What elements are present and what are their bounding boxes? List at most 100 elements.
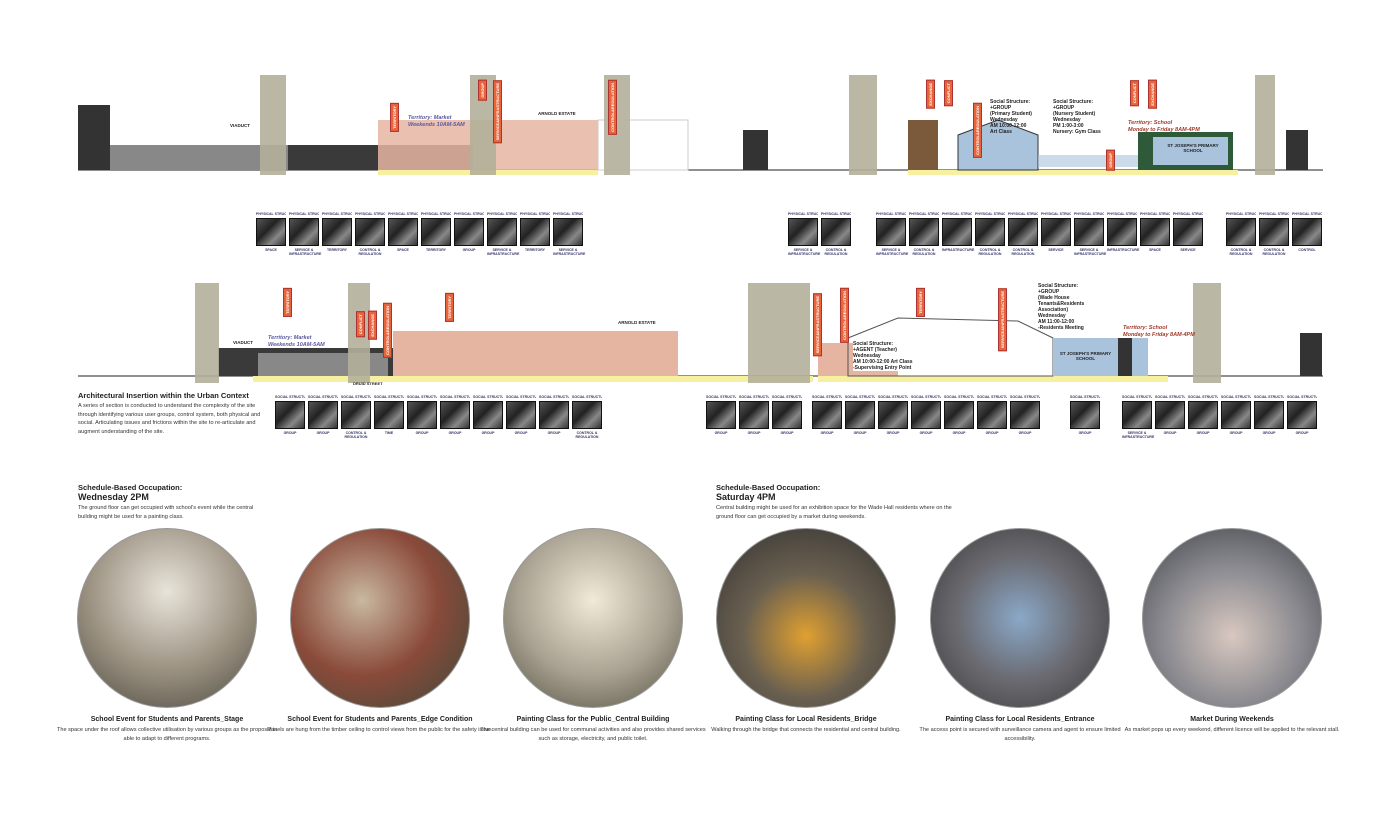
photo-heading: SOCIAL STRUCTURE xyxy=(407,395,437,399)
photo-image xyxy=(1259,218,1289,246)
photo-category: SERVICE & INFRASTRUCTURE xyxy=(1074,248,1107,256)
schedule-heading: Schedule-Based Occupation: xyxy=(78,483,183,492)
site-photo: SOCIAL STRUCTURETIME xyxy=(374,395,404,439)
vignette-image-central xyxy=(503,528,683,708)
photo-heading: SOCIAL STRUCTURE xyxy=(772,395,802,399)
photo-heading: PHYSICAL STRUCTURE xyxy=(256,212,286,216)
photo-category: TERRITORY xyxy=(326,248,348,252)
photo-category: CONTROL & REGULATION xyxy=(912,248,936,256)
photo-image xyxy=(1155,401,1185,429)
photo-category: GROUP xyxy=(853,431,867,435)
site-photo: SOCIAL STRUCTUREGROUP xyxy=(911,395,941,435)
site-photo: SOCIAL STRUCTUREGROUP xyxy=(706,395,736,435)
photo-heading: SOCIAL STRUCTURE xyxy=(1010,395,1040,399)
site-photo: SOCIAL STRUCTUREGROUP xyxy=(812,395,842,435)
site-photo: SOCIAL STRUCTUREGROUP xyxy=(878,395,908,435)
photo-heading: SOCIAL STRUCTURE xyxy=(308,395,338,399)
photo-image xyxy=(1122,401,1152,429)
photo-image xyxy=(322,218,352,246)
photo-image xyxy=(308,401,338,429)
photo-category: GROUP xyxy=(886,431,900,435)
urban-section-bottom: VIADUCT ARNOLD ESTATE ST JOSEPH'S PRIMAR… xyxy=(78,283,1323,386)
classification-tag: SERVICE&INFRASTRUCTURE xyxy=(998,288,1007,352)
photo-heading: PHYSICAL STRUCTURE xyxy=(1292,212,1322,216)
photo-category: SPACE xyxy=(1149,248,1161,252)
urban-section-top: VIADUCT ARNOLD ESTATE ST JOSEPH'S PRIMAR… xyxy=(78,75,1323,175)
photo-heading: PHYSICAL STRUCTURE xyxy=(520,212,550,216)
site-photo: SOCIAL STRUCTUREGROUP xyxy=(1155,395,1185,439)
photo-category: GROUP xyxy=(714,431,728,435)
photo-category: CONTROL & REGULATION xyxy=(344,431,368,439)
photo-category: GROUP xyxy=(1018,431,1032,435)
photo-heading: SOCIAL STRUCTURE xyxy=(1188,395,1218,399)
photo-category: GROUP xyxy=(952,431,966,435)
vignette-title: Painting Class for the Public_Central Bu… xyxy=(516,716,670,723)
site-photo: SOCIAL STRUCTUREGROUP xyxy=(308,395,338,439)
label-school: ST JOSEPH'S PRIMARY SCHOOL xyxy=(1059,351,1112,361)
site-photo: PHYSICAL STRUCTURESPACE xyxy=(256,212,286,256)
site-photo: SOCIAL STRUCTURE GROUP xyxy=(407,395,437,439)
photo-heading: PHYSICAL STRUCTURE xyxy=(454,212,484,216)
classification-tag: CONTROL&REGULATION xyxy=(840,288,849,343)
vignette-image-bridge xyxy=(716,528,896,708)
photo-category: GROUP xyxy=(415,431,429,435)
photo-strip: SOCIAL STRUCTUREGROUPSOCIAL STRUCTUREGRO… xyxy=(812,395,1040,435)
site-photo: PHYSICAL STRUCTURESERVICE & INFRASTRUCTU… xyxy=(487,212,520,256)
classification-tag: CONTROL&REGULATION xyxy=(973,103,982,158)
site-photo: PHYSICAL STRUCTURETERRITORY xyxy=(322,212,352,256)
photo-heading: PHYSICAL STRUCTURE xyxy=(942,212,972,216)
photo-category: TERRITORY xyxy=(524,248,546,252)
photo-heading: SOCIAL STRUCTURE xyxy=(1070,395,1100,399)
vignette-caption: Painting Class for Local Residents_Bridg… xyxy=(691,716,921,735)
vignette-title: School Event for Students and Parents_St… xyxy=(90,716,244,723)
photo-heading: SOCIAL STRUCTURE xyxy=(1122,395,1152,399)
photo-heading: SOCIAL STRUCTURE xyxy=(944,395,974,399)
photo-category: GROUP xyxy=(780,431,794,435)
photo-category: CONTROL & REGULATION xyxy=(1011,248,1035,256)
photo-heading: PHYSICAL STRUCTURE xyxy=(1226,212,1256,216)
photo-image xyxy=(788,218,818,246)
site-photo: SOCIAL STRUCTUREGROUP xyxy=(1287,395,1317,439)
photo-category: GROUP xyxy=(919,431,933,435)
photo-strip: SOCIAL STRUCTURESERVICE & INFRASTRUCTURE… xyxy=(1122,395,1317,439)
schedule-body: Central building might be used for an ex… xyxy=(716,505,952,520)
social-structure-nursery: Social Structure: +GROUP (Nursery Studen… xyxy=(1053,99,1101,135)
photo-image xyxy=(1292,218,1322,246)
photo-heading: PHYSICAL STRUCTURE xyxy=(821,212,851,216)
classification-tag: GROUP xyxy=(1106,150,1115,171)
photo-heading: SOCIAL STRUCTURE xyxy=(539,395,569,399)
photo-image xyxy=(772,401,802,429)
site-photo: SOCIAL STRUCTUREGROUP xyxy=(1254,395,1284,439)
vignette-image-stage xyxy=(77,528,257,708)
classification-tag: SERVICE&INFRASTRUCTURE xyxy=(813,293,822,357)
schedule-wednesday: Schedule-Based Occupation: Wednesday 2PM… xyxy=(78,483,398,522)
photo-image xyxy=(942,218,972,246)
site-photo: PHYSICAL STRUCTURESERVICE & INFRASTRUCTU… xyxy=(553,212,585,256)
social-structure-agent: Social Structure: +AGENT (Teacher) Wedne… xyxy=(853,341,913,371)
photo-image xyxy=(1287,401,1317,429)
photo-image xyxy=(1226,218,1256,246)
photo-heading: SOCIAL STRUCTURE xyxy=(812,395,842,399)
site-photo: PHYSICAL STRUCTURESERVICE & INFRASTRUCTU… xyxy=(788,212,820,256)
photo-heading: SOCIAL STRUCTURE xyxy=(845,395,875,399)
photo-strip: SOCIAL STRUCTUREGROUP xyxy=(1070,395,1100,435)
photo-heading: SOCIAL STRUCTURE xyxy=(341,395,371,399)
classification-tag: GROUP xyxy=(478,80,487,101)
site-photo: PHYSICAL STRUCTURESERVICE & INFRASTRUCTU… xyxy=(1074,212,1107,256)
photo-image xyxy=(572,401,602,429)
vignette-description: The access point is secured with surveil… xyxy=(919,727,1121,742)
photo-category: GROUP xyxy=(514,431,528,435)
photo-strip: SOCIAL STRUCTURE GROUP SOCIAL STRUCTURE GRO… xyxy=(275,395,602,439)
photo-category: SERVICE & INFRASTRUCTURE xyxy=(487,248,520,256)
vignette-title: Market During Weekends xyxy=(1190,716,1274,723)
photo-category: SERVICE xyxy=(1048,248,1064,252)
vignette-image-entrance xyxy=(930,528,1110,708)
classification-tag: CONTROL&REGULATION xyxy=(383,303,392,358)
section-drawing-top xyxy=(78,75,1323,175)
site-photo: SOCIAL STRUCTUREGROUP xyxy=(1221,395,1251,439)
photo-category: GROUP xyxy=(1163,431,1177,435)
photo-image xyxy=(1140,218,1170,246)
photo-image xyxy=(909,218,939,246)
